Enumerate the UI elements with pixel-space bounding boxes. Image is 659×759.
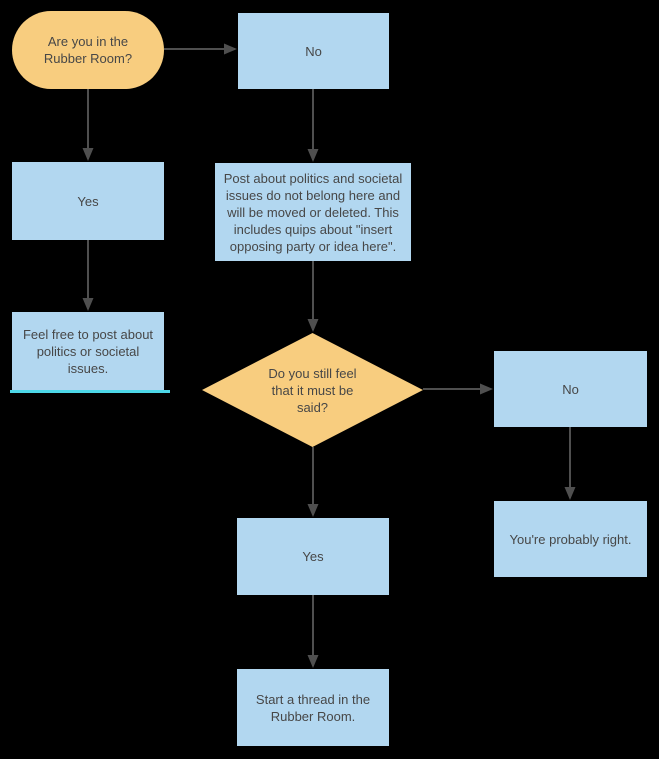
- node-decision-label: Do you still feel that it must be said?: [268, 365, 357, 415]
- node-start-thread: Start a thread in the Rubber Room.: [237, 669, 389, 746]
- node-yes-center: Yes: [237, 518, 389, 595]
- node-decision-diamond: Do you still feel that it must be said?: [202, 333, 423, 447]
- node-start-label: Are you in the Rubber Room?: [43, 34, 133, 66]
- node-no-top: No: [238, 13, 389, 89]
- node-start-terminator: Are you in the Rubber Room?: [12, 11, 164, 89]
- node-no-right-label: No: [562, 381, 579, 397]
- node-no-right: No: [494, 351, 647, 427]
- node-no-top-label: No: [305, 43, 322, 59]
- node-policy-notice: Post about politics and societal issues …: [215, 163, 411, 261]
- node-yes-left-label: Yes: [77, 193, 99, 209]
- node-start-thread-label: Start a thread in the Rubber Room.: [255, 691, 371, 724]
- node-yes-left: Yes: [12, 162, 164, 240]
- node-policy-notice-label: Post about politics and societal issues …: [223, 170, 403, 254]
- cyan-edge-line: [10, 390, 170, 393]
- node-feel-free-label: Feel free to post about politics or soci…: [22, 326, 154, 376]
- node-feel-free: Feel free to post about politics or soci…: [12, 312, 164, 390]
- node-probably-right-label: You're probably right.: [509, 531, 632, 547]
- node-probably-right: You're probably right.: [494, 501, 647, 577]
- node-yes-center-label: Yes: [302, 549, 324, 564]
